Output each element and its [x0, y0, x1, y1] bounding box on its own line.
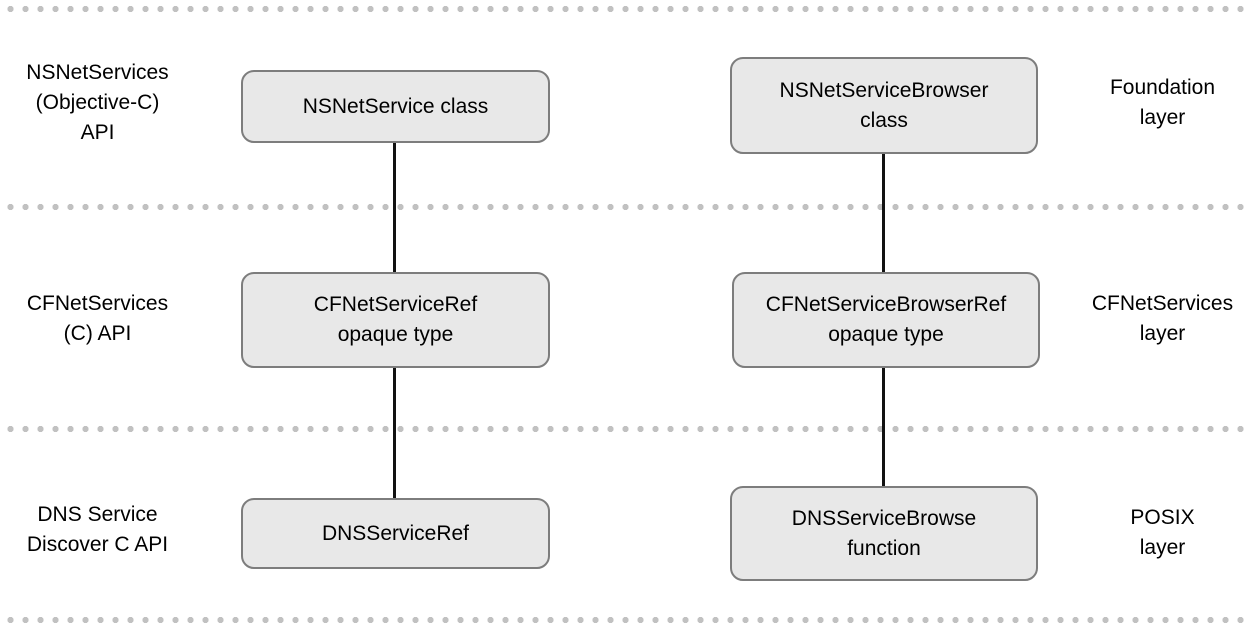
connector-nsnetservicebrowser-to-cfnetservicebrowserref [882, 152, 885, 274]
layer-label-posix: POSIX layer [1130, 506, 1195, 559]
connector-cfnetserviceref-to-dnsserviceref [393, 366, 396, 500]
box-cfnetservicebrowserref: CFNetServiceBrowserRef opaque type [732, 272, 1040, 368]
box-nsnetservicebrowser-class: NSNetServiceBrowser class [730, 57, 1038, 154]
box-cfnetserviceref: CFNetServiceRef opaque type [241, 272, 550, 368]
layer-label-cfnetservices: CFNetServices layer [1091, 292, 1234, 345]
dotted-separator-top [0, 5, 1249, 13]
connector-nsnetservice-to-cfnetserviceref [393, 140, 396, 274]
dotted-separator-bottom [0, 616, 1249, 624]
api-label-dns-service-discover: DNS Service Discover C API [26, 503, 169, 556]
box-dnsservicebrowse-function: DNSServiceBrowse function [730, 486, 1038, 581]
layer-label-foundation: Foundation layer [1109, 76, 1216, 129]
box-dnsserviceref: DNSServiceRef [241, 498, 550, 569]
connector-cfnetservicebrowserref-to-dnsservicebrowse [882, 366, 885, 488]
dotted-separator-foundation-cfnet [0, 203, 1249, 211]
dotted-separator-cfnet-posix [0, 425, 1249, 433]
api-label-nsnetservices: NSNetServices (Objective-C) API [26, 61, 169, 144]
box-nsnetservice-class: NSNetService class [241, 70, 550, 143]
api-label-cfnetservices: CFNetServices (C) API [26, 292, 169, 345]
